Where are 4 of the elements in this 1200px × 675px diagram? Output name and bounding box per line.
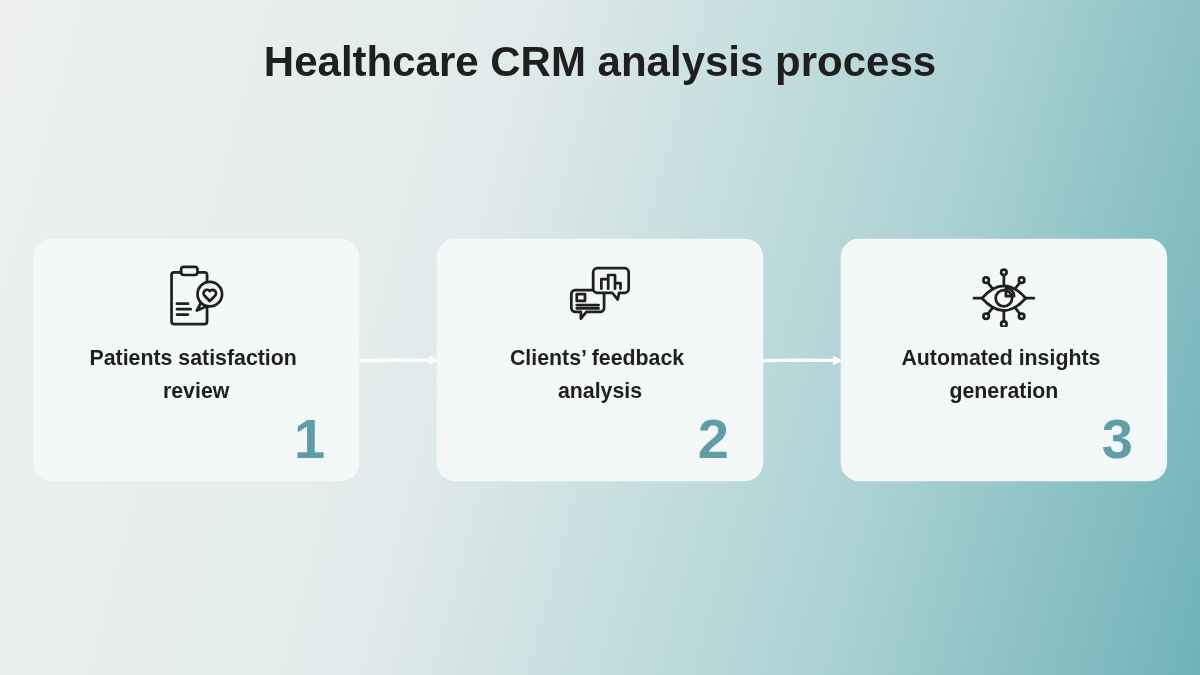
node-box: Clients’ feedback analysis 2 xyxy=(436,238,764,482)
node-box: Automated insights generation 3 xyxy=(840,238,1168,482)
diagram-title: Healthcare CRM analysis process xyxy=(263,38,937,86)
node-box: Patients satisfaction review 1 xyxy=(32,238,360,482)
